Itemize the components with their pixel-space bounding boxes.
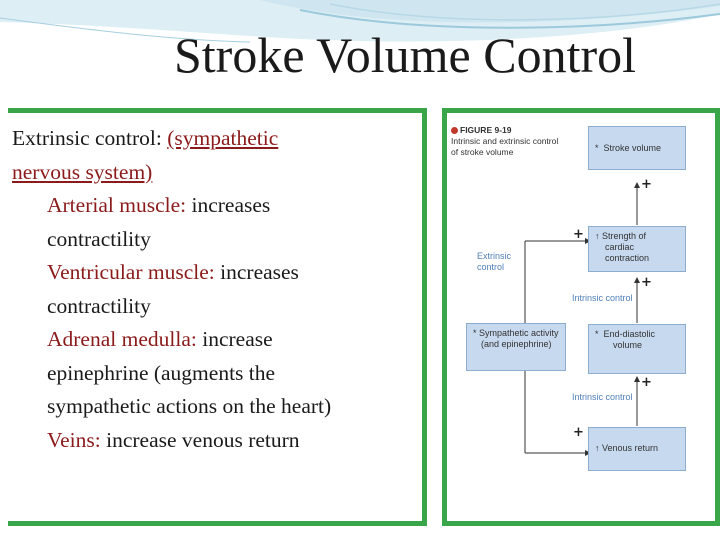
list-item-ventricular-cont: contractility (47, 293, 151, 318)
stroke-volume-figure: FIGURE 9-19 Intrinsic and extrinsic cont… (447, 113, 710, 516)
list-item-ventricular: Ventricular muscle: increases (47, 260, 299, 284)
extrinsic-heading: Extrinsic control: (sympathetic (12, 126, 279, 150)
box-sympathetic-activity: * Sympathetic activity (and epinephrine) (466, 323, 566, 371)
page-title: Stroke Volume Control (173, 27, 637, 83)
box-venous-return: ↑ Venous return (588, 427, 686, 471)
list-item-adrenal-cont2: sympathetic actions on the heart) (47, 394, 332, 418)
header-swoosh-decoration (0, 0, 720, 43)
list-item-arterial-cont: contractility (47, 226, 151, 251)
box-strength-contraction: ↑ Strength of cardiac contraction (588, 226, 686, 272)
figure-arrows (524, 182, 640, 456)
figure-caption: FIGURE 9-19 Intrinsic and extrinsic cont… (451, 125, 559, 157)
intrinsic-control-label-1: Intrinsic control (572, 293, 633, 303)
extrinsic-control-label: Extrinsic control (477, 251, 512, 272)
box-end-diastolic-volume: * End-diastolic volume (588, 324, 686, 374)
plus-sign-1: + (641, 177, 652, 192)
plus-sign-2: + (573, 227, 584, 242)
extrinsic-control-text: Extrinsic control: (sympathetic nervous … (12, 122, 416, 457)
figure-bullet-icon (451, 127, 458, 134)
list-item-veins: Veins: increase venous return (47, 427, 300, 452)
plus-sign-5: + (573, 425, 584, 440)
box-stroke-volume: * Stroke volume (588, 126, 686, 170)
text-panel-frame (8, 108, 427, 526)
intrinsic-control-label-2: Intrinsic control (572, 392, 633, 402)
extrinsic-subheading: nervous system) (12, 159, 153, 184)
list-item-arterial: Arterial muscle: increases (47, 193, 271, 217)
plus-sign-3: + (641, 275, 652, 290)
list-item-adrenal: Adrenal medulla: increase (47, 327, 273, 351)
plus-sign-4: + (641, 375, 652, 390)
figure-panel-frame (442, 108, 720, 526)
list-item-adrenal-cont1: epinephrine (augments the (47, 360, 276, 385)
